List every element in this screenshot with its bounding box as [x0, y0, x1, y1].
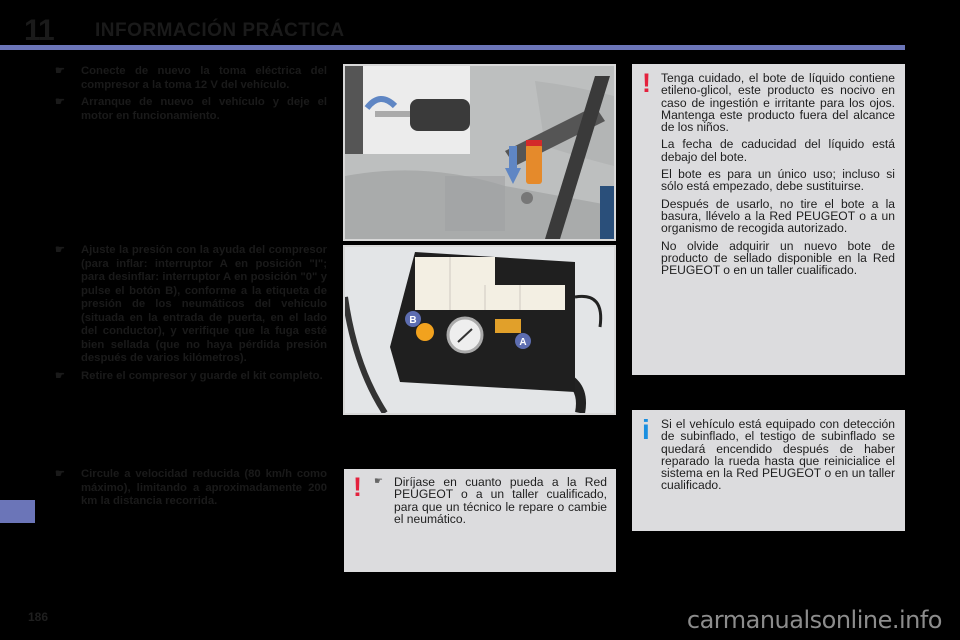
header-rule: [0, 45, 905, 50]
warning-paragraph: No olvide adquirir un nuevo bote de prod…: [661, 238, 895, 278]
chapter-title: INFORMACIÓN PRÁCTICA: [95, 20, 345, 41]
warning-box-sealant: ! Tenga cuidado, el bote de líquido cont…: [632, 64, 905, 375]
instruction-item: ☛ Conecte de nuevo la toma eléctrica del…: [55, 65, 327, 92]
warning-paragraph: Tenga cuidado, el bote de líquido contie…: [661, 71, 895, 135]
chapter-number: 11: [24, 14, 55, 47]
illustration-compressor: B A: [343, 245, 616, 415]
key-bottle-illustration: [345, 66, 614, 239]
instruction-text: Conecte de nuevo la toma eléctrica del c…: [81, 65, 327, 91]
instruction-item: ☛ Circule a velocidad reducida (80 km/h …: [55, 468, 327, 509]
instruction-text: Ajuste la presión con la ayuda del compr…: [81, 244, 327, 364]
instruction-item: ☛ Ajuste la presión con la ayuda del com…: [55, 244, 327, 366]
pointing-hand-icon: ☛: [55, 96, 65, 108]
info-text: Si el vehículo está equipado con detecci…: [661, 417, 895, 493]
chapter-side-tab: [0, 500, 35, 523]
info-icon: i: [642, 414, 650, 445]
instructions-section-1: ☛ Conecte de nuevo la toma eléctrica del…: [55, 65, 327, 127]
exclamation-icon: !: [353, 472, 362, 502]
instruction-text: Retire el compresor y guarde el kit comp…: [81, 369, 323, 382]
instruction-text: Arranque de nuevo el vehículo y deje el …: [81, 96, 327, 122]
instructions-section-2: ☛ Ajuste la presión con la ayuda del com…: [55, 244, 327, 387]
warning-paragraph: Después de usarlo, no tire el bote a la …: [661, 196, 895, 236]
pointing-hand-icon: ☛: [55, 244, 65, 256]
pointing-hand-icon: ☛: [55, 65, 65, 77]
label-b: B: [409, 315, 416, 326]
warning-box-repair: ! ☛ Diríjase en cuanto pueda a la Red PE…: [344, 469, 616, 572]
warning-paragraph: La fecha de caducidad del líquido está d…: [661, 137, 895, 164]
pointing-hand-icon: ☛: [55, 468, 65, 480]
pointing-hand-icon: ☛: [55, 369, 65, 382]
warning-paragraph: El bote es para un único uso; incluso si…: [661, 167, 895, 194]
label-a: A: [519, 337, 526, 348]
watermark: carmanualsonline.info: [686, 606, 943, 634]
instruction-item: ☛ Arranque de nuevo el vehículo y deje e…: [55, 96, 327, 123]
pointing-hand-icon: ☛: [374, 476, 383, 487]
exclamation-icon: !: [642, 68, 651, 98]
illustration-key-and-bottle: [343, 64, 616, 241]
info-box-underinflation: i Si el vehículo está equipado con detec…: [632, 410, 905, 531]
compressor-illustration: B A: [345, 247, 614, 413]
instruction-item: ☛ Retire el compresor y guarde el kit co…: [55, 370, 327, 384]
instruction-text: Circule a velocidad reducida (80 km/h co…: [81, 468, 327, 507]
instructions-section-3: ☛ Circule a velocidad reducida (80 km/h …: [55, 468, 327, 513]
page-number: 186: [28, 610, 49, 624]
warning-text: Diríjase en cuanto pueda a la Red PEUGEO…: [394, 475, 607, 526]
